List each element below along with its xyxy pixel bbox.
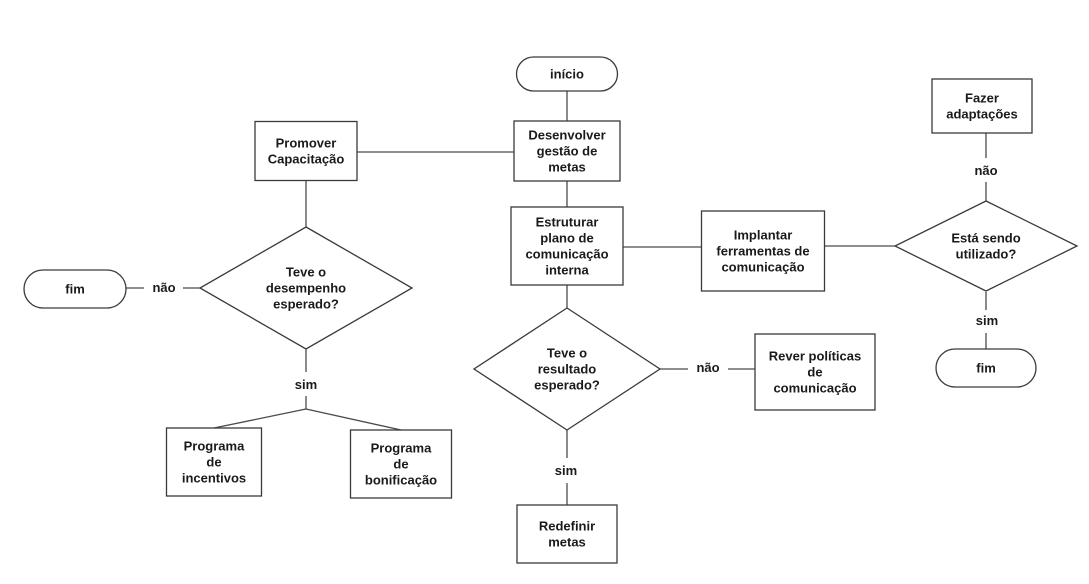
node-label-line: comunicação: [525, 247, 608, 262]
node-label-line: de: [393, 457, 408, 472]
node-label-line: utilizado?: [956, 247, 1017, 262]
node-label-line: desempenho: [266, 281, 346, 296]
edge-labels: não sim não sim não sim: [152, 163, 998, 478]
decision-diamond: [198, 226, 414, 350]
node-inicio: início: [515, 56, 619, 92]
label-desempenho-sim: sim: [295, 377, 317, 392]
node-label-line: Programa: [184, 439, 245, 454]
process-box: [516, 504, 618, 564]
node-label-line: adaptações: [946, 107, 1018, 122]
connectors: [126, 91, 987, 506]
process-box: [700, 210, 826, 292]
terminal-shape: [515, 56, 619, 92]
node-label-line: esperado?: [534, 378, 600, 393]
label-utilizado-sim: sim: [976, 313, 998, 328]
node-label-line: de: [807, 365, 822, 380]
process-box: [931, 78, 1033, 134]
node-label-line: incentivos: [182, 471, 246, 486]
label-resultado-sim: sim: [555, 463, 577, 478]
node-label-line: Está sendo: [951, 231, 1020, 246]
node-label-line: início: [550, 67, 584, 82]
connector-branch-bonificacao: [305, 408, 402, 431]
label-utilizado-nao: não: [974, 163, 997, 178]
node-label-line: comunicação: [721, 260, 804, 275]
process-box: [754, 333, 876, 411]
connector-branch-incentivos: [213, 408, 307, 429]
node-fim-left: fim: [23, 269, 127, 309]
decision-diamond: [472, 307, 662, 431]
node-label-line: metas: [548, 160, 586, 175]
node-label-line: ferramentas de: [716, 244, 809, 259]
node-label-line: Programa: [371, 441, 432, 456]
node-label-line: resultado: [538, 362, 597, 377]
node-label-line: Implantar: [734, 228, 793, 243]
node-label-line: metas: [548, 535, 586, 550]
process-box: [349, 429, 453, 499]
terminal-shape: [935, 348, 1037, 388]
node-label-line: Fazer: [965, 91, 999, 106]
decision-diamond: [893, 200, 1079, 292]
process-box: [254, 120, 358, 182]
process-box: [513, 120, 621, 182]
node-label-line: de: [206, 455, 221, 470]
node-label-line: Redefinir: [539, 519, 595, 534]
node-label-line: Promover: [276, 136, 337, 151]
terminal-shape: [23, 269, 127, 309]
node-label-line: Desenvolver: [528, 128, 605, 143]
process-box: [510, 206, 624, 286]
node-label-line: fim: [976, 361, 996, 376]
process-box: [165, 427, 263, 497]
node-label-line: Teve o: [286, 265, 326, 280]
node-label-line: interna: [545, 263, 589, 278]
node-label-line: comunicação: [773, 381, 856, 396]
label-resultado-nao: não: [696, 360, 719, 375]
node-label-line: Capacitação: [268, 152, 345, 167]
node-label-line: Estruturar: [536, 215, 599, 230]
node-label-line: Rever políticas: [769, 349, 862, 364]
label-desempenho-nao: não: [152, 280, 175, 295]
node-label-line: gestão de: [537, 144, 598, 159]
node-fim-right: fim: [935, 348, 1037, 388]
node-label-line: esperado?: [273, 297, 339, 312]
node-label-line: Teve o: [547, 346, 587, 361]
node-label-line: bonificação: [365, 473, 437, 488]
node-label-line: plano de: [540, 231, 593, 246]
node-label-line: fim: [65, 282, 85, 297]
